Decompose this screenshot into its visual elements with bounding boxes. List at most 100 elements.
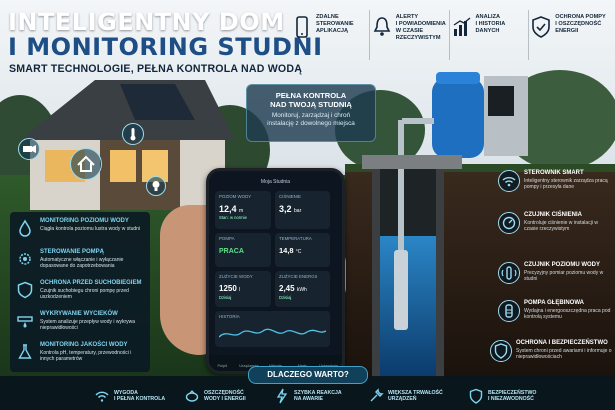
chart-icon: [452, 16, 472, 38]
nav-item-devices[interactable]: Urządzenia: [239, 364, 259, 368]
tile-temperature[interactable]: TEMPERATURA 14,8 °C: [275, 233, 330, 267]
feature-desc: System chroni przed awariami i informuje…: [516, 348, 612, 361]
feature-pump-control: STEROWANIE POMPĄ Automatyczne włączanie …: [10, 247, 150, 275]
callout-body: instalację z dowolnego miejsca: [267, 120, 355, 128]
feature-desc: Automatyczne włączanie i wyłączanie dopa…: [40, 257, 124, 269]
feature-title: STEROWNIK SMART: [524, 170, 584, 176]
top-feature-text: APLIKACJĄ: [316, 27, 349, 34]
tile-value: 14,8: [279, 246, 294, 255]
feature-title: CZUJNIK CIŚNIENIA: [524, 212, 583, 218]
benefit-text: BEZPIECZEŃSTWO: [488, 389, 537, 396]
app-screen-title: Moja Studnia: [260, 179, 291, 185]
feature-desc: Wydajna i energooszczędna praca pod kont…: [524, 308, 611, 321]
tile-label: TEMPERATURA: [279, 236, 312, 241]
feature-desc: Kontroluje ciśnienie w instalacji w czas…: [524, 220, 598, 233]
benefit-text: WYGODA: [114, 389, 138, 396]
tile-water-usage[interactable]: ZUŻYCIE WODY 1250 l Dzisiaj: [215, 271, 271, 307]
tile-unit: kWh: [296, 287, 307, 293]
feature-desc: Kontrola pH, temperatury, przewodności i…: [40, 350, 132, 362]
top-feature-text: ANALIZA: [475, 14, 501, 20]
tile-label: ZUŻYCIE ENERGII: [279, 274, 318, 279]
feature-title: CZUJNIK POZIOMU WODY: [524, 262, 600, 268]
wrench-icon: [368, 388, 384, 404]
top-feature-text: I POWIADOMIENIA: [395, 20, 446, 27]
tile-value: 3,2: [279, 204, 292, 214]
camera-icon: [18, 138, 40, 160]
feature-leak-detection: WYKRYWANIE WYCIEKÓW System analizuje prz…: [10, 309, 150, 337]
tile-label: HISTORIA: [219, 314, 240, 319]
benefit-text: URZĄDZEŃ: [388, 396, 417, 402]
feature-title: MONITORING JAKOŚCI WODY: [40, 342, 128, 348]
gear-icon: [16, 250, 34, 268]
top-feature-text: ENERGII: [555, 27, 579, 34]
wifi-icon: [498, 170, 520, 192]
smartphone-app: Moja Studnia POZIOM WODY 12,4 m Stan: w …: [206, 168, 345, 374]
phone-icon: [292, 16, 312, 38]
feature-desc: Ciągła kontrola poziomu lustra wody w st…: [40, 226, 141, 232]
tile-unit: bar: [294, 208, 302, 214]
tile-pressure[interactable]: CIŚNIENIE 3,2 bar: [275, 191, 330, 229]
leak-icon: [16, 312, 34, 330]
top-feature-text: STEROWANIE: [316, 20, 354, 27]
lightning-icon: [274, 388, 290, 404]
tile-sub: Stan: w normie: [219, 215, 247, 220]
nav-item-dashboard[interactable]: Pulpit: [217, 364, 228, 368]
water-drop-icon: [16, 219, 34, 237]
shield-icon: [490, 340, 512, 362]
wifi-icon: [94, 388, 110, 404]
feature-water-level: MONITORING POZIOMU WODY Ciągła kontrola …: [10, 216, 150, 244]
tile-value: 12,4: [219, 204, 237, 214]
feature-desc: Precyzyjny pomiar poziomu wody w studni: [524, 270, 604, 283]
top-feature-text: DANYCH: [475, 27, 500, 34]
feature-desc: Czujnik suchobiegu chroni pompę przed us…: [40, 288, 129, 300]
shield-check-icon: [531, 16, 551, 38]
page-title-line1: INTELIGENTNY DOM: [8, 8, 285, 36]
tile-history[interactable]: HISTORIA: [215, 311, 330, 347]
lightbulb-icon: [146, 176, 166, 196]
tile-value: 2,45: [279, 284, 295, 293]
feature-water-quality: MONITORING JAKOŚCI WODY Kontrola pH, tem…: [10, 340, 150, 368]
top-feature-text: I HISTORIA: [475, 20, 506, 27]
top-feature-text: ZDALNE: [316, 14, 339, 20]
tile-sub: Dzisiaj: [219, 295, 232, 300]
benefit-text: WIĘKSZA TRWAŁOŚĆ: [388, 389, 443, 396]
piggy-bank-icon: [184, 388, 200, 404]
callout-heading: NAD TWOJĄ STUDNIĄ: [270, 100, 352, 110]
benefit-text: SZYBKA REAKCJA: [294, 389, 342, 396]
tile-unit: m: [239, 208, 244, 214]
house-icon: [70, 148, 102, 180]
tile-value: 1250: [219, 284, 237, 293]
tile-water-level[interactable]: POZIOM WODY 12,4 m Stan: w normie: [215, 191, 271, 229]
feature-title: MONITORING POZIOMU WODY: [40, 218, 129, 224]
feature-title: STEROWANIE POMPĄ: [40, 249, 105, 255]
top-feature-text: OCHRONA POMPY: [555, 14, 606, 20]
tile-energy-usage[interactable]: ZUŻYCIE ENERGII 2,45 kWh Dzisiaj: [275, 271, 330, 307]
tile-pump[interactable]: POMPA PRACA: [215, 233, 271, 267]
callout-heading: PEŁNA KONTROLA: [275, 91, 347, 100]
feature-dry-run: OCHRONA PRZED SUCHOBIEGIEM Czujnik sucho…: [10, 278, 150, 306]
benefit-text: NA AWARIE: [294, 396, 324, 402]
tile-unit: l: [239, 287, 241, 293]
callout-body: Monitoruj, zarządzaj i chroń: [271, 112, 351, 120]
gauge-icon: [498, 212, 520, 234]
page-subtitle: SMART TECHNOLOGIE, PEŁNA KONTROLA NAD WO…: [9, 63, 303, 75]
pump-icon: [498, 300, 520, 322]
shield-icon: [468, 388, 484, 404]
page-title-line2: I MONITORING STUDNI: [8, 33, 323, 61]
tile-label: POZIOM WODY: [219, 194, 252, 199]
feature-desc: Inteligentny sterownik zarządza pracą po…: [524, 178, 608, 191]
top-feature-text: I OSZCZĘDNOŚĆ: [555, 20, 602, 27]
tile-unit: °C: [295, 249, 302, 255]
benefit-text: WODY I ENERGII: [204, 396, 246, 402]
benefit-text: I NIEZAWODNOŚĆ: [488, 396, 534, 402]
